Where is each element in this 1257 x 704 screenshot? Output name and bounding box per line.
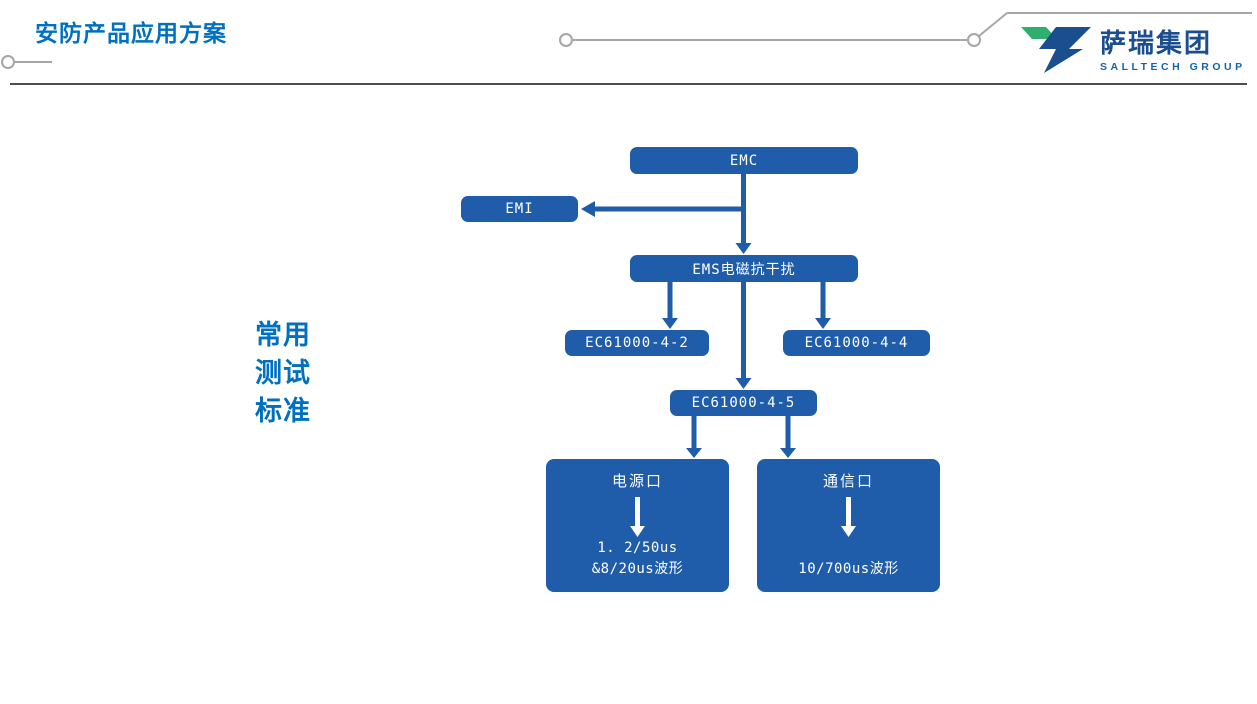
arrow-to-emi [581, 201, 745, 217]
header-divider [10, 83, 1247, 85]
decoration-circle [967, 33, 981, 47]
side-label: 常用 测试 标准 [255, 316, 311, 430]
arrow-ec5-to-comm [780, 416, 796, 458]
decoration-circle [1, 55, 15, 69]
side-label-line: 常用 [255, 320, 311, 350]
node-emc: EMC [630, 147, 858, 174]
power-port-waveform-line: 1. 2/50us [597, 540, 678, 556]
power-port-waveform-line: &8/20us波形 [591, 561, 684, 577]
node-comm-port: 通信口 10/700us波形 [757, 459, 940, 592]
node-power-port: 电源口 1. 2/50us &8/20us波形 [546, 459, 729, 592]
node-ec61000-4-4: EC61000-4-4 [783, 330, 930, 356]
comm-port-title: 通信口 [822, 472, 874, 490]
side-label-line: 测试 [255, 358, 311, 388]
node-ec61000-4-5: EC61000-4-5 [670, 390, 817, 416]
arrow-ec5-to-power [686, 416, 702, 458]
side-label-line: 标准 [255, 396, 311, 426]
decoration-circle [559, 33, 573, 47]
arrow-ems-to-ec4 [815, 282, 831, 329]
page-title: 安防产品应用方案 [35, 20, 227, 46]
decoration-line [978, 12, 1008, 37]
comm-port-waveform-line: 10/700us波形 [798, 561, 899, 577]
comm-port-waveform: 10/700us波形 [757, 559, 940, 580]
logo-subtitle: SALLTECH GROUP [1100, 60, 1246, 73]
arrow-emc-to-ems [735, 174, 752, 254]
arrow-ems-to-ec2 [662, 282, 678, 329]
salltech-logo-icon [1021, 27, 1091, 73]
power-port-waveform: 1. 2/50us &8/20us波形 [546, 538, 729, 580]
company-logo: 萨瑞集团 SALLTECH GROUP [1018, 24, 1246, 76]
node-emi: EMI [461, 196, 578, 222]
power-port-title: 电源口 [611, 472, 663, 490]
logo-text-block: 萨瑞集团 SALLTECH GROUP [1100, 28, 1246, 73]
node-ems: EMS电磁抗干扰 [630, 255, 858, 282]
arrow-ems-to-ec5 [735, 282, 752, 389]
node-ec61000-4-2: EC61000-4-2 [565, 330, 709, 356]
logo-name: 萨瑞集团 [1100, 27, 1213, 58]
